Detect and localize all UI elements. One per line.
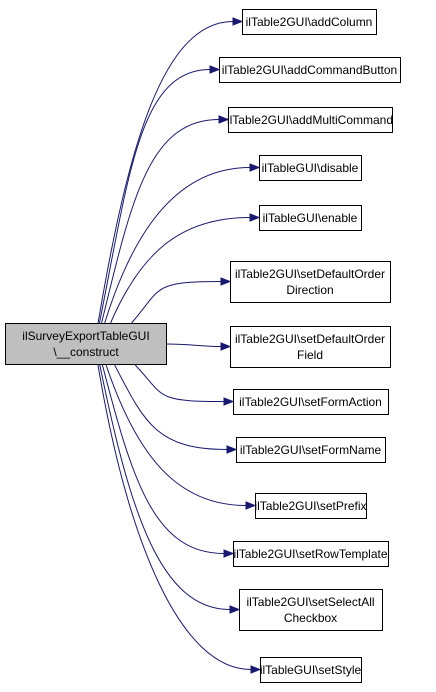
call-edge (101, 119, 220, 324)
target-node-box (233, 541, 389, 567)
target-node-box (230, 326, 391, 368)
call-edge (165, 343, 222, 347)
target-node-label: ilTable2GUI\addColumn (246, 15, 373, 29)
target-node-box (259, 205, 362, 231)
call-edge-arrowhead (245, 501, 257, 510)
target-node-box (236, 437, 386, 463)
target-node-label: ilTable2GUI\setDefaultOrder (235, 332, 385, 346)
target-node[interactable]: ilTableGUI\disable (259, 155, 362, 181)
target-node-box (242, 9, 377, 35)
target-node-label: ilTable2GUI\setPrefix (254, 499, 366, 513)
call-edge-arrowhead (220, 277, 232, 286)
target-node-label: Direction (286, 283, 333, 297)
call-edge (99, 364, 231, 610)
target-node-label: Field (297, 348, 323, 362)
call-edge (110, 217, 251, 324)
target-node[interactable]: ilTable2GUI\setPrefix (254, 493, 367, 519)
target-node[interactable]: ilTable2GUI\setRowTemplate (233, 541, 389, 567)
target-node[interactable]: ilTable2GUI\setFormName (236, 437, 386, 463)
target-node-label: ilTable2GUI\setDefaultOrder (235, 267, 385, 281)
root-node[interactable]: ilSurveyExportTableGUI \__construct (5, 323, 167, 365)
root-node-line-1: ilSurveyExportTableGUI (22, 329, 149, 343)
target-node-box (259, 155, 362, 181)
target-nodes: ilTable2GUI\addColumn ilTable2GUI\addComm… (219, 9, 401, 683)
target-node-box (228, 107, 393, 133)
target-node[interactable]: ilTableGUI\setStyle (260, 657, 362, 683)
call-edge (105, 364, 247, 506)
call-edge (114, 364, 228, 450)
call-edge-arrowhead (249, 163, 261, 172)
target-node-box (239, 589, 383, 631)
call-edge-arrowhead (223, 549, 235, 558)
call-edge-arrowhead (250, 665, 262, 674)
target-node-box (260, 657, 362, 683)
call-edge-arrowhead (249, 213, 261, 222)
root-node-box (5, 323, 167, 365)
target-node[interactable]: ilTable2GUI\addCommandButton (219, 57, 401, 83)
target-node[interactable]: ilTable2GUI\addColumn (242, 9, 377, 35)
target-node-label: Checkbox (284, 611, 337, 625)
target-node-label: ilTable2GUI\addMultiCommand (227, 113, 393, 127)
target-node-box (233, 389, 389, 415)
call-edge-arrowhead (220, 342, 232, 351)
call-edge (134, 364, 225, 402)
call-edges (97, 17, 262, 674)
target-node-label: ilTable2GUI\setSelectAll (246, 595, 374, 609)
root-node-line-2: \__construct (53, 345, 119, 359)
call-edge-arrowhead (209, 65, 221, 74)
target-node-label: ilTable2GUI\setRowTemplate (233, 547, 387, 561)
target-node-label: ilTableGUI\disable (262, 161, 359, 175)
call-edge (97, 364, 252, 670)
call-edge (101, 364, 225, 554)
target-node-label: ilTable2GUI\setFormAction (239, 395, 382, 409)
target-node-label: ilTable2GUI\setFormName (240, 443, 382, 457)
call-edge-arrowhead (229, 605, 241, 614)
target-node-box (255, 493, 367, 519)
call-edge-arrowhead (232, 17, 244, 26)
call-edge (131, 281, 222, 324)
call-edge-arrowhead (226, 445, 238, 454)
call-edge-arrowhead (218, 115, 230, 124)
target-node[interactable]: ilTable2GUI\addMultiCommand (227, 107, 393, 133)
call-edge (104, 167, 251, 324)
target-node[interactable]: ilTable2GUI\setFormAction (233, 389, 389, 415)
call-edge-arrowhead (223, 397, 235, 406)
target-node-box (219, 57, 401, 83)
target-node-label: ilTable2GUI\addCommandButton (222, 63, 397, 77)
target-node[interactable]: ilTableGUI\enable (259, 205, 362, 231)
call-edge (98, 69, 211, 324)
call-edge (97, 21, 234, 324)
target-node-label: ilTableGUI\enable (263, 211, 358, 225)
target-node-box (230, 261, 391, 303)
target-node-label: ilTableGUI\setStyle (260, 663, 362, 677)
